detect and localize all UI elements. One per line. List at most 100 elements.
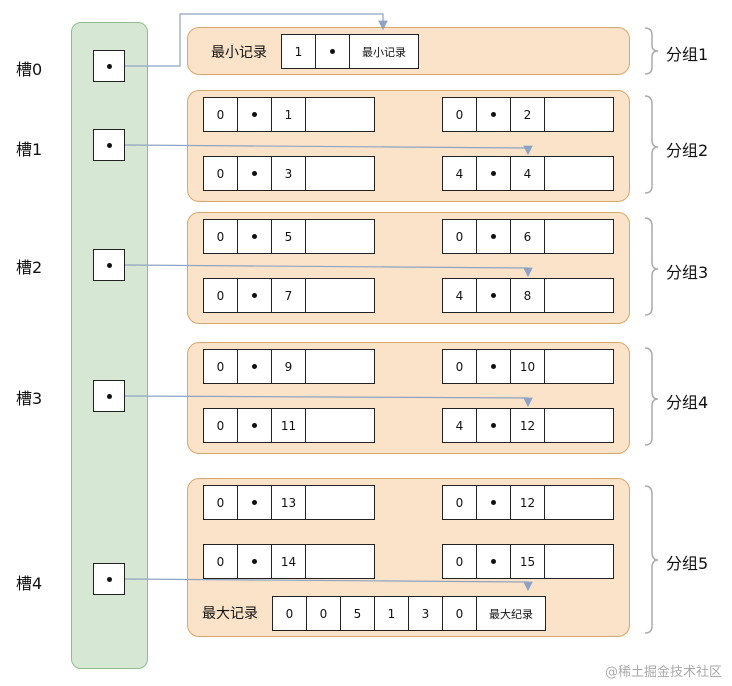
record-cell: 0 — [204, 157, 238, 190]
record-cell: 14 — [272, 545, 306, 578]
pointer-dot-icon — [491, 234, 496, 239]
slot3-arrow — [124, 395, 533, 408]
record-cell — [477, 220, 511, 253]
pointer-dot-icon — [252, 171, 257, 176]
max-record: 0 0 5 1 3 0 最大纪录 — [272, 596, 546, 631]
group2-bracket — [644, 95, 659, 194]
min-record-title: 最小记录 — [211, 45, 267, 61]
min-record: 1 最小记录 — [281, 34, 419, 69]
pointer-dot-icon — [252, 423, 257, 428]
group-label-1: 分组1 — [666, 45, 709, 64]
record-cell — [477, 279, 511, 312]
slot0-arrow — [125, 13, 388, 67]
record-cell — [238, 157, 272, 190]
record-cell: 1 — [272, 98, 306, 131]
min-record-cell: 最小记录 — [362, 45, 406, 59]
max-record-cell: 1 — [375, 597, 409, 630]
pointer-dot-icon — [491, 112, 496, 117]
min-record-cell — [316, 35, 350, 68]
record-cell: 0 — [204, 409, 238, 442]
pointer-dot-icon — [491, 171, 496, 176]
pointer-dot-icon — [252, 500, 257, 505]
max-record-title: 最大记录 — [202, 606, 258, 622]
record-cell — [477, 486, 511, 519]
pointer-dot-icon — [106, 262, 112, 268]
record: 4 12 — [442, 408, 614, 443]
record-cell: 6 — [511, 220, 545, 253]
record-cell: 0 — [204, 545, 238, 578]
record-cell: 4 — [443, 279, 477, 312]
slot-pointer-3 — [93, 380, 125, 412]
record-cell: 0 — [443, 220, 477, 253]
record-cell: 13 — [272, 486, 306, 519]
group-label-5: 分组5 — [666, 554, 709, 573]
record: 0 15 — [442, 544, 614, 579]
record-cell: 4 — [443, 409, 477, 442]
group-label-4: 分组4 — [666, 393, 709, 412]
record-cell — [238, 486, 272, 519]
record-cell: 0 — [204, 220, 238, 253]
slot4-arrow — [124, 578, 533, 592]
record-cell — [238, 409, 272, 442]
record-cell: 5 — [272, 220, 306, 253]
pointer-dot-icon — [491, 293, 496, 298]
pointer-dot-icon — [491, 500, 496, 505]
slot-label-2: 槽2 — [16, 258, 43, 277]
max-record-cell: 最大纪录 — [489, 607, 533, 621]
slot-pointer-4 — [93, 563, 125, 595]
record-cell — [477, 98, 511, 131]
record-cell: 8 — [511, 279, 545, 312]
record-cell: 15 — [511, 545, 545, 578]
max-record-cell: 0 — [273, 597, 307, 630]
record-cell — [477, 350, 511, 383]
record-cell: 0 — [443, 486, 477, 519]
record-cell: 0 — [443, 98, 477, 131]
record-cell — [238, 98, 272, 131]
record-cell — [477, 409, 511, 442]
slot-label-4: 槽4 — [16, 574, 43, 593]
record-cell: 0 — [204, 279, 238, 312]
record-cell: 7 — [272, 279, 306, 312]
pointer-dot-icon — [491, 423, 496, 428]
pointer-dot-icon — [491, 559, 496, 564]
group-1: 最小记录 1 最小记录 — [187, 27, 630, 75]
record-cell: 0 — [443, 545, 477, 578]
record-cell — [238, 220, 272, 253]
pointer-dot-icon — [252, 293, 257, 298]
record-cell: 0 — [443, 350, 477, 383]
slot-label-3: 槽3 — [16, 389, 43, 408]
pointer-dot-icon — [106, 393, 112, 399]
min-record-cell: 1 — [282, 35, 316, 68]
group-label-2: 分组2 — [666, 141, 709, 160]
record-cell — [477, 545, 511, 578]
slot-pointer-2 — [93, 249, 125, 281]
record-cell: 4 — [511, 157, 545, 190]
slot1-arrow — [124, 144, 533, 156]
record-cell: 0 — [204, 350, 238, 383]
pointer-dot-icon — [252, 112, 257, 117]
group1-bracket — [644, 27, 659, 75]
group3-bracket — [644, 217, 659, 316]
pointer-dot-icon — [252, 234, 257, 239]
record-cell: 9 — [272, 350, 306, 383]
record-cell: 12 — [511, 486, 545, 519]
record-cell — [238, 279, 272, 312]
pointer-dot-icon — [106, 63, 112, 69]
record-cell — [238, 350, 272, 383]
slot-pointer-1 — [93, 129, 125, 161]
record: 0 12 — [442, 485, 614, 520]
pointer-dot-icon — [330, 49, 335, 54]
record-cell: 12 — [511, 409, 545, 442]
max-record-cell: 0 — [307, 597, 341, 630]
pointer-dot-icon — [491, 364, 496, 369]
